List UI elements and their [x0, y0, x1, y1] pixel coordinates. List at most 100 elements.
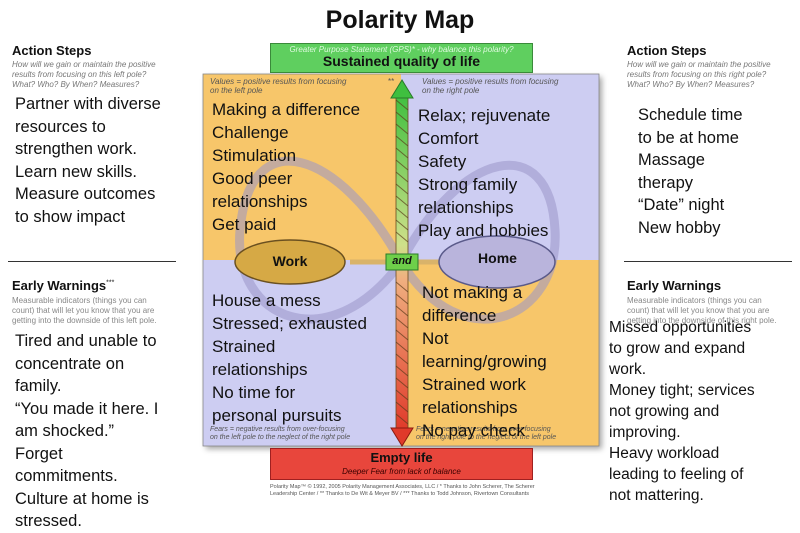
lower-right-item: learning/growing: [422, 352, 547, 371]
right-action-item: therapy: [638, 173, 694, 192]
upper-left-item: Challenge: [212, 123, 289, 142]
right-action-sub-line: What? Who? By When? Measures?: [627, 80, 755, 89]
right-action-item: Schedule time: [638, 106, 743, 124]
right-warning-list: Missed opportunities to grow and expand …: [609, 317, 799, 506]
home-pole: [438, 235, 556, 289]
right-warning-sub: Measurable indicators (things you can co…: [627, 296, 799, 326]
right-action-sub-line: How will we gain or maintain the positiv…: [627, 60, 771, 69]
right-warning-item: Missed opportunities: [609, 319, 752, 336]
quadrant-lower-left-bg: [203, 260, 401, 446]
left-warning-heading-text: Early Warnings: [12, 278, 107, 293]
right-warning-sub-line: getting into the downside of this right …: [627, 316, 777, 325]
right-action-heading: Action Steps: [627, 43, 707, 58]
left-action-item: resources to: [15, 117, 106, 136]
left-warning-item: Culture at home is: [15, 489, 149, 508]
upper-left-item: relationships: [212, 192, 308, 211]
right-warning-item: not mattering.: [609, 487, 704, 504]
left-action-item: Measure outcomes: [15, 185, 156, 203]
right-warning-item: not growing and: [609, 403, 720, 420]
right-warning-heading: Early Warnings: [627, 278, 722, 293]
right-pole-label: Home: [478, 250, 517, 266]
right-divider: [624, 261, 792, 262]
quadrant-lower-right-bg: [401, 260, 599, 446]
left-warning-sub-line: count) that will let you know that you a…: [12, 306, 155, 315]
left-divider: [8, 261, 176, 262]
right-action-item: Massage: [638, 151, 705, 169]
left-action-item: Partner with diverse: [15, 95, 161, 113]
lower-right-item: relationships: [422, 398, 518, 417]
deeper-fear-box: [270, 448, 533, 480]
lower-right-item: No pay check: [422, 421, 525, 440]
lower-left-item: personal pursuits: [212, 406, 342, 425]
lower-left-caption: Fears = negative results from over-focus…: [210, 426, 400, 442]
gps-label: Sustained quality of life: [322, 53, 481, 69]
lower-right-caption: Fears = negative results from over-focus…: [416, 426, 598, 442]
upper-right-item: Comfort: [418, 129, 479, 148]
upper-left-item: Get paid: [212, 215, 277, 234]
gps-box: [270, 43, 533, 73]
down-arrow-icon: [390, 427, 414, 447]
deeper-fear-subtitle: Deeper Fear from lack of balance: [342, 467, 461, 476]
left-pole-label: Work: [272, 253, 308, 269]
work-pole: [234, 239, 346, 285]
right-warning-item: to grow and expand: [609, 340, 746, 357]
right-action-item: to be at home: [638, 128, 739, 147]
lower-left-caption-line: on the left pole to the neglect of the r…: [210, 434, 351, 441]
polarity-map-graphic: [202, 73, 600, 447]
left-action-heading: Action Steps: [12, 43, 92, 58]
right-action-sub: How will we gain or maintain the positiv…: [627, 60, 799, 90]
infinity-loop-icon: [235, 156, 560, 324]
lower-right-item: Not: [422, 329, 449, 348]
left-warning-list: Tired and unable to concentrate on famil…: [15, 330, 215, 533]
left-warning-item: concentrate on: [15, 354, 125, 373]
left-warning-item: Forget: [15, 444, 63, 463]
upper-right-item: Relax; rejuvenate: [418, 106, 551, 125]
left-action-list: Partner with diverse resources to streng…: [15, 93, 215, 228]
right-warning-item: Heavy workload: [609, 445, 720, 462]
footer-line: Polarity Map™ © 1992, 2005 Polarity Mana…: [270, 484, 535, 490]
upper-right-item: relationships: [418, 198, 514, 217]
left-warning-item: am shocked.”: [15, 422, 115, 440]
lower-right-item: difference: [422, 306, 497, 325]
lower-left-item: Stressed; exhausted: [212, 314, 367, 333]
lower-left-caption-line: Fears = negative results from over-focus…: [210, 426, 345, 433]
left-warning-sub: Measurable indicators (things you can co…: [12, 296, 202, 326]
left-action-item: to show impact: [15, 207, 126, 226]
left-action-item: Learn new skills.: [15, 162, 137, 181]
right-warning-sub-line: Measurable indicators (things you can: [627, 296, 762, 305]
left-warning-heading: Early Warnings***: [12, 278, 114, 293]
right-action-item: New hobby: [638, 218, 721, 237]
lower-right-item: Not making a: [422, 283, 523, 302]
lower-left-item: Strained: [212, 337, 276, 356]
right-warning-item: Money tight; services: [609, 382, 755, 399]
upper-left-caption-line: Values = positive results from focusing: [210, 77, 347, 86]
left-action-item: strengthen work.: [15, 140, 137, 158]
left-action-sub: How will we gain or maintain the positiv…: [12, 60, 202, 90]
right-warning-sub-line: count) that will let you know that you a…: [627, 306, 770, 315]
left-warning-item: commitments.: [15, 467, 118, 485]
upper-right-item: Play and hobbies: [418, 221, 549, 240]
and-label: and: [392, 255, 412, 267]
left-warning-item: “You made it here. I: [15, 399, 159, 418]
right-action-list: Schedule time to be at home Massage ther…: [638, 104, 798, 239]
lower-right-list: Not making a difference Not learning/gro…: [422, 281, 600, 442]
lower-right-caption-line: Fears = negative results from over-focus…: [416, 426, 551, 433]
upper-right-item: Safety: [418, 152, 467, 171]
upper-right-caption: Values = positive results from focusing …: [422, 77, 597, 95]
right-warning-item: work.: [609, 361, 647, 378]
upper-right-item: Strong family: [418, 175, 518, 194]
gps-subtitle: Greater Purpose Statement (GPS)* - why b…: [289, 45, 514, 54]
quadrant-border: [202, 73, 600, 447]
lower-left-item: No time for: [212, 383, 296, 402]
right-action-item: “Date” night: [638, 196, 725, 214]
upper-left-mark: **: [388, 77, 395, 86]
and-connector-box: [385, 253, 419, 271]
left-action-sub-line: How will we gain or maintain the positiv…: [12, 60, 156, 69]
upper-right-caption-line: on the right pole: [422, 86, 480, 95]
left-warning-item: family.: [15, 377, 62, 395]
upper-left-list: Making a difference Challenge Stimulatio…: [212, 98, 397, 236]
copyright-footer: Polarity Map™ © 1992, 2005 Polarity Mana…: [270, 484, 570, 498]
deeper-fear-label: Empty life: [370, 450, 433, 465]
lower-left-item: House a mess: [212, 291, 321, 310]
upper-left-caption-line: on the left pole: [210, 86, 263, 95]
